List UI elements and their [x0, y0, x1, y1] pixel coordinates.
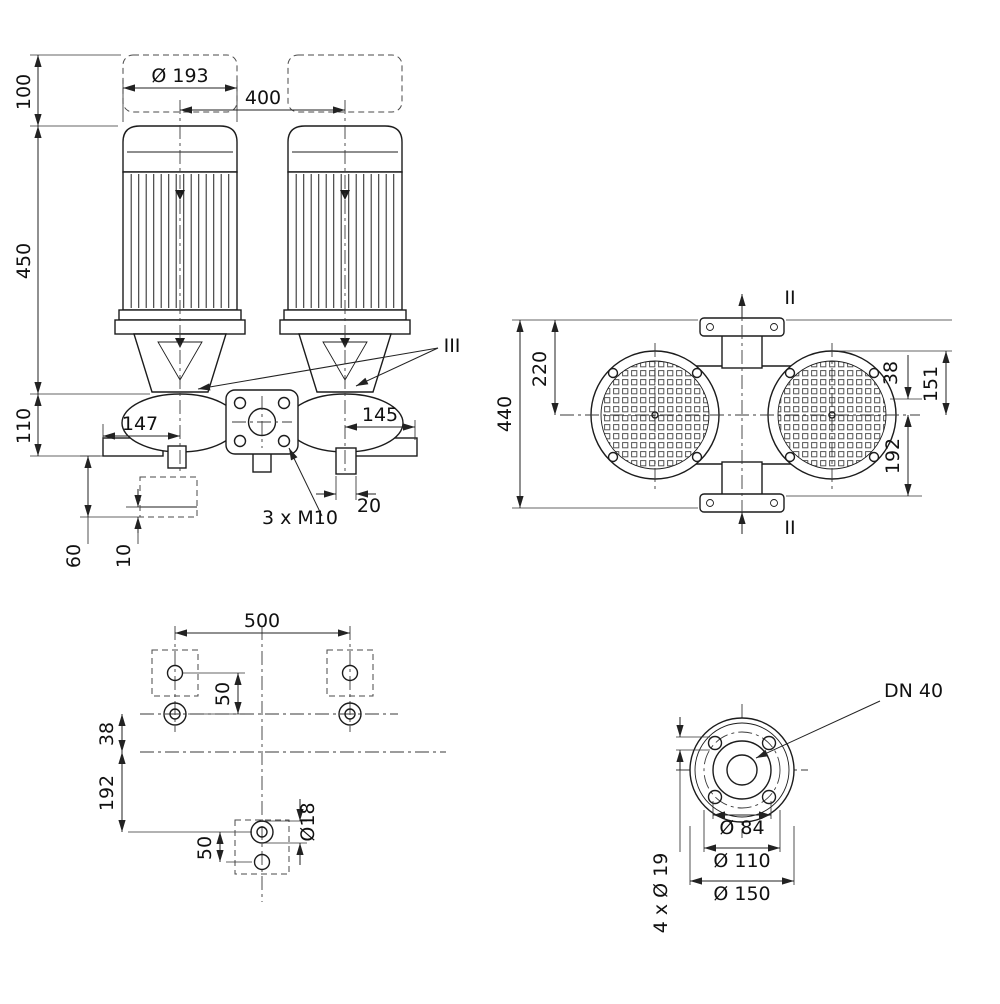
- dim-hole-diameter-18: Ø18: [297, 802, 319, 841]
- drain-port-right: [335, 447, 357, 475]
- dim-pump-spacing: 400: [245, 87, 281, 109]
- raised-face: [712, 740, 772, 800]
- section-label-ii-top: II: [784, 287, 795, 309]
- dim-bolt-holes: 4 x Ø 19: [650, 853, 672, 934]
- dim-192-top-view: 192: [882, 438, 904, 474]
- section-label-iii: III: [444, 335, 461, 357]
- foot-slot-right: [326, 649, 374, 697]
- dim-50-lower: 50: [194, 836, 216, 860]
- dim-motor-diameter: Ø 193: [151, 65, 208, 87]
- dim-192-footprint: 192: [96, 775, 118, 811]
- flange-outer: [689, 717, 795, 823]
- dim-151: 151: [920, 366, 942, 402]
- dim-110: 110: [13, 408, 35, 444]
- dim-500: 500: [244, 610, 280, 632]
- foot-slot-left: [151, 649, 199, 697]
- dim-440: 440: [494, 396, 516, 432]
- dim-10: 10: [113, 544, 135, 568]
- dim-220: 220: [529, 351, 551, 387]
- footprint-view: 500 50 38 192 50 Ø18: [96, 610, 446, 902]
- dim-dia-84: Ø 84: [719, 817, 764, 839]
- removal-clearance-right: [287, 54, 403, 113]
- foot-slot-lower: [234, 819, 290, 875]
- dim-100: 100: [13, 74, 35, 110]
- dim-38-top-view: 38: [880, 361, 902, 385]
- bolt-circle: [703, 731, 781, 809]
- front-view: 100 450 110 Ø 193 400 147 145 III 3 x M1…: [13, 54, 461, 568]
- dim-145: 145: [362, 404, 398, 426]
- fan-cover-right: [767, 350, 897, 480]
- section-label-ii-bottom: II: [784, 517, 795, 539]
- foundation-pad: [139, 476, 198, 518]
- dim-450: 450: [13, 243, 35, 279]
- dim-60: 60: [63, 544, 85, 568]
- dim-dia-110: Ø 110: [713, 850, 770, 872]
- center-port: [252, 451, 272, 473]
- dim-38-footprint: 38: [96, 722, 118, 746]
- nominal-diameter-label: DN 40: [884, 680, 943, 702]
- thread-label-m10: 3 x M10: [262, 507, 338, 529]
- dim-50-upper: 50: [212, 682, 234, 706]
- dim-dia-150: Ø 150: [713, 883, 770, 905]
- dim-20: 20: [357, 495, 381, 517]
- top-view: II II 440 220 151 38 192: [494, 287, 952, 539]
- dim-147: 147: [122, 413, 158, 435]
- flange-view: DN 40 Ø 84 Ø 110 Ø 150 4 x Ø 19: [650, 680, 943, 933]
- bore: [726, 754, 758, 786]
- drain-port-left: [167, 445, 187, 469]
